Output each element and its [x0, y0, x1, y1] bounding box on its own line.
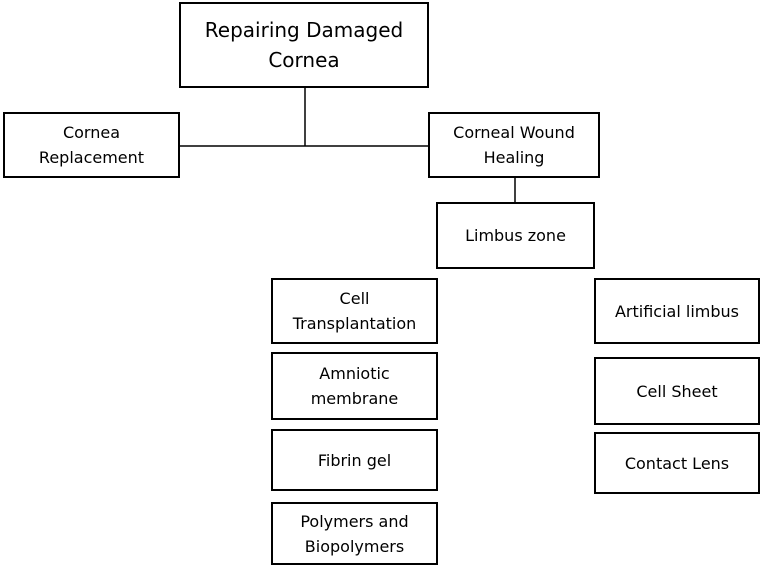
root-node: Repairing Damaged Cornea	[179, 2, 429, 88]
fibrin-gel-label: Fibrin gel	[317, 450, 392, 470]
amniotic-membrane-node: Amniotic membrane	[271, 352, 438, 420]
cornea-replacement-node: Cornea Replacement	[3, 112, 180, 178]
polymers-biopolymers-label: Polymers and Biopolymers	[300, 511, 409, 556]
cornea-replacement-label: Cornea Replacement	[38, 123, 145, 167]
limbus-zone-label: Limbus zone	[465, 226, 566, 245]
corneal-wound-healing-label: Corneal Wound Healing	[453, 123, 575, 167]
artificial-limbus-label: Artificial limbus	[614, 301, 739, 321]
fibrin-gel-node: Fibrin gel	[271, 429, 438, 491]
cell-transplantation-label: Cell Transplantation	[292, 289, 417, 333]
limbus-zone-node: Limbus zone	[436, 202, 595, 269]
cell-sheet-node: Cell Sheet	[594, 357, 760, 425]
cell-transplantation-node: Cell Transplantation	[271, 278, 438, 344]
corneal-wound-healing-node: Corneal Wound Healing	[428, 112, 600, 178]
contact-lens-label: Contact Lens	[624, 453, 730, 473]
cell-sheet-label: Cell Sheet	[636, 381, 718, 401]
root-node-label: Repairing Damaged Cornea	[204, 18, 404, 72]
artificial-limbus-node: Artificial limbus	[594, 278, 760, 344]
amniotic-membrane-label: Amniotic membrane	[310, 364, 399, 408]
contact-lens-node: Contact Lens	[594, 432, 760, 494]
polymers-biopolymers-node: Polymers and Biopolymers	[271, 502, 438, 565]
